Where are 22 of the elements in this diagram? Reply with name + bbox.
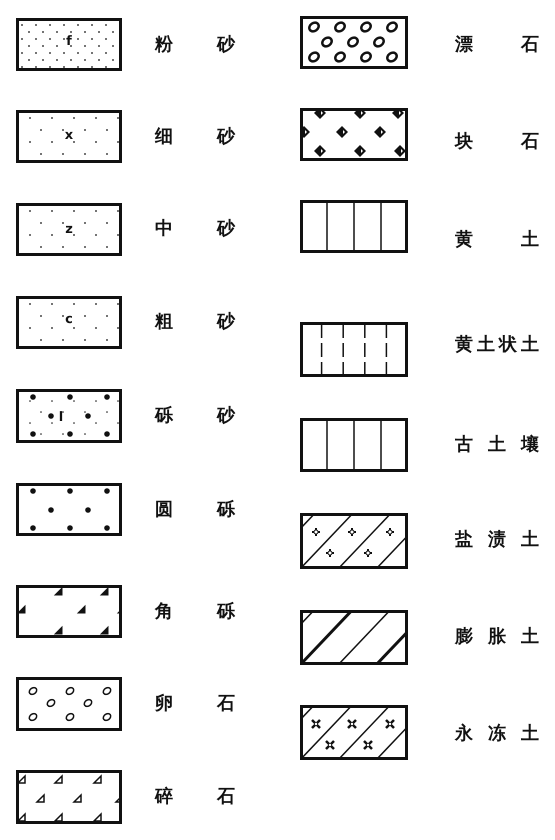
legend-label: 黄 土 [455,229,539,251]
pattern-letter: l [58,411,64,425]
legend-label: 粗 砂 [155,311,235,333]
legend-label: 块 石 [455,131,539,153]
legend-label: 粉 砂 [155,34,235,56]
legend-label: 黄土状土 [455,334,539,356]
legend-label: 砾 砂 [155,405,235,427]
pattern-letter: c [65,312,73,326]
pattern-letter: f [66,34,72,48]
pattern-letter: x [64,128,74,142]
legend-label: 盐 渍 土 [455,529,539,551]
legend-label: 碎 石 [155,786,235,808]
legend-label: 中 砂 [155,218,235,240]
legend-label: 细 砂 [155,126,235,148]
legend-label: 永 冻 土 [455,723,539,745]
legend-label: 漂 石 [455,34,539,56]
legend-label: 膨 胀 土 [455,626,539,648]
legend-label: 古 土 壤 [455,434,539,456]
legend-label: 角 砾 [155,601,235,623]
pattern-letter: z [65,222,73,236]
legend-label: 卵 石 [155,693,235,715]
legend-label: 圆 砾 [155,499,235,521]
